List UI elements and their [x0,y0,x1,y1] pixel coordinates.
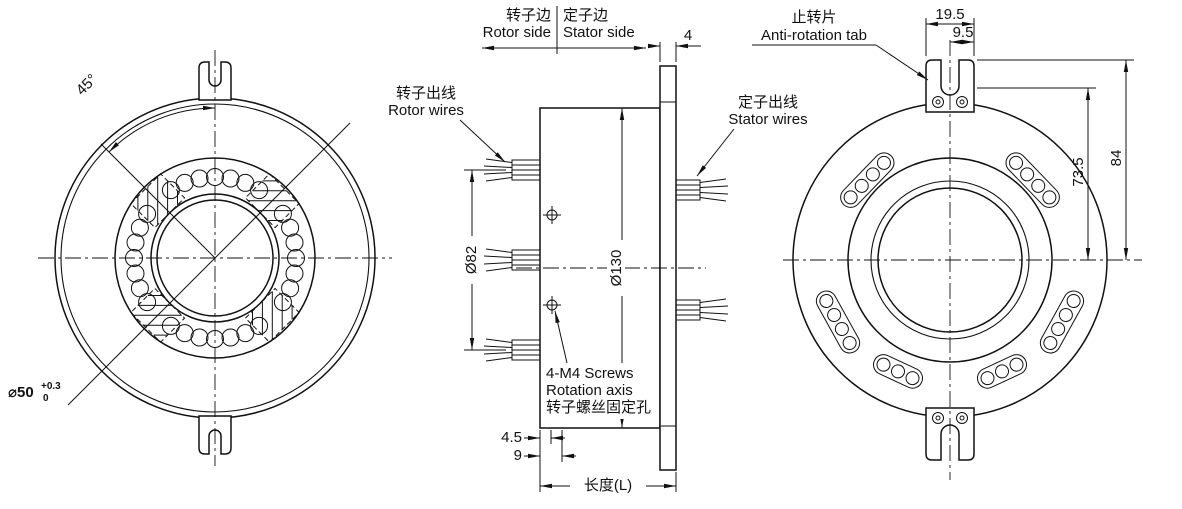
bore-tolerance-upper: +0.3 [41,381,61,392]
stator-wires-label-cn: 定子出线 [738,94,798,111]
length-label: 长度(L) [584,477,632,494]
anti-rotation-leader [875,44,929,81]
slot-group-bottom-right [976,354,1028,389]
dim-73-5-label: 73.5 [1070,157,1087,186]
rotor-wire-bundle-3 [483,338,541,362]
dim-4-5-label: 4.5 [501,429,522,446]
flange-thickness-label: 4 [684,27,692,44]
angle-45-radial-line [100,143,216,259]
dim-9-label: 9 [514,447,522,464]
bore-diameter-line [67,122,351,406]
front-view: 45° ⌀50 +0.3 0 [8,50,392,466]
stator-wire-bundle-2 [675,298,729,322]
rotor-wires-leader [459,119,506,163]
stator-wires-label-en: Stator wires [728,111,807,128]
anti-rotation-label-cn: 止转片 [791,9,836,26]
top-fork-tab [198,61,232,101]
stator-wire-bundle-1 [675,178,729,202]
rotor-wires-label-en: Rotor wires [388,102,464,119]
rear-view: 19.5 9.5 73.5 84 止转片 Anti-rotation tab [752,6,1142,480]
side-view: 转子边 定子边 Rotor side Stator side [388,6,808,494]
screws-leader [554,310,568,364]
rotor-side-label-cn: 转子边 [506,7,551,24]
m4-screw-symbol-bottom [543,296,561,314]
rotor-wire-bundle-2 [483,248,541,272]
angle-45-arc [108,105,216,153]
rotor-wires-label-cn: 转子出线 [396,85,456,102]
dim-9-5-label: 9.5 [953,24,974,41]
rotor-side-label-en: Rotor side [483,24,551,41]
stator-side-label-cn: 定子边 [563,7,608,24]
stator-side-label-en: Stator side [563,24,635,41]
angle-45-label: 45° [73,71,101,99]
dim-84-label: 84 [1108,150,1125,167]
bottom-fork-tab [198,415,232,455]
dim-19-5-label: 19.5 [935,6,964,23]
contact-hole-pattern [125,168,305,348]
slot-group-upper-right [1005,152,1060,208]
hatch-block-lower-right [244,287,300,343]
slot-group-left [815,290,861,354]
anti-rotation-tab-top [925,59,975,113]
dia130-label: Ø130 [608,250,625,287]
slot-group-right [1039,290,1085,354]
bore-tolerance-lower: 0 [43,393,49,404]
m4-screw-symbol-top [543,206,561,224]
stator-wires-leader [696,128,735,177]
dia82-label: Ø82 [463,246,480,274]
slot-group-upper-left [840,152,895,208]
bore-dimension-label: ⌀50 [8,384,34,401]
slot-group-bottom-left [872,354,924,389]
anti-rotation-label-en: Anti-rotation tab [761,27,867,44]
anti-rotation-tab-bottom [925,407,975,461]
screws-label-line2: Rotation axis [546,382,633,399]
screws-label-line3: 转子螺丝固定孔 [546,399,651,416]
screws-label-line1: 4-M4 Screws [546,365,634,382]
